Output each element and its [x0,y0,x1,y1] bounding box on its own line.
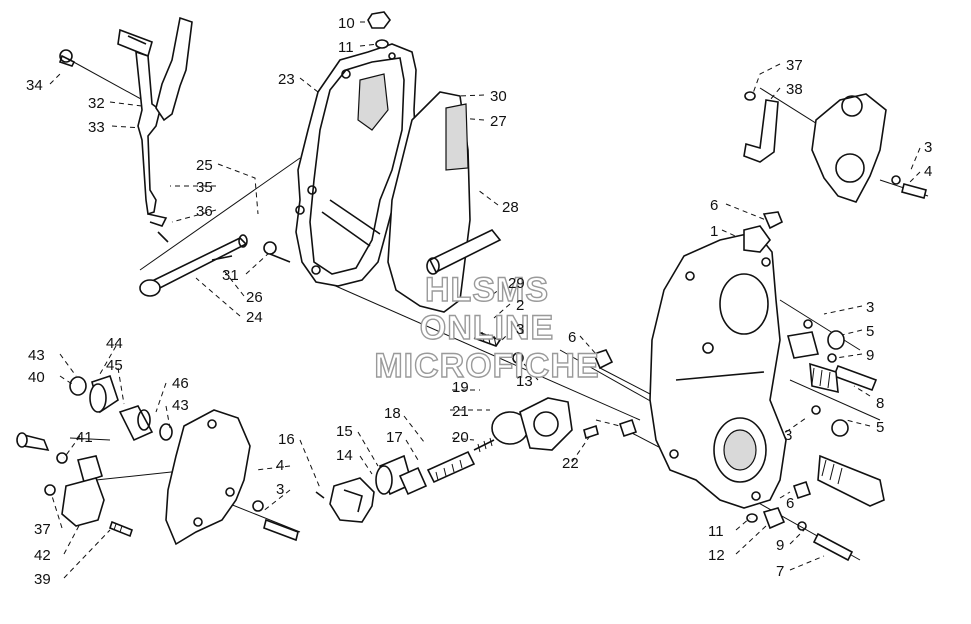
callout-label: 29 [508,275,525,292]
callout-label: 32 [88,95,105,112]
callout-label: 43 [28,347,45,364]
callout-label: 9 [776,537,784,554]
cover-plate [387,91,502,313]
chaincase-cover [295,43,417,287]
callout-label: 2 [516,297,524,314]
callout-label: 5 [866,323,874,340]
callout-label: 3 [866,299,874,316]
callout-label: 5 [876,419,884,436]
callout-label: 14 [336,447,353,464]
callout-label: 3 [516,321,524,338]
callout-label: 11 [708,523,724,540]
callout-label: 11 [338,39,354,56]
callout-label: 42 [34,547,51,564]
shaft-assembly [139,234,291,297]
callout-label: 6 [786,495,794,512]
callout-label: 26 [246,289,263,306]
callout-label: 3 [784,427,792,444]
callout-label: 9 [866,347,874,364]
callout-label: 28 [502,199,519,216]
spring-rod [473,331,524,364]
callout-label: 21 [452,403,469,420]
tensioner-parts [315,397,599,523]
callout-label: 8 [876,395,884,412]
callout-label: 30 [490,88,507,105]
callout-label: 3 [924,139,932,156]
callout-label: 34 [26,77,43,94]
callout-label: 33 [88,119,105,136]
left-lower-assembly [16,374,173,538]
upper-right-bracket [743,91,927,203]
watermark-line-3: MICROFICHE [374,347,599,385]
callout-label: 12 [708,547,725,564]
watermark-line-1: HLSMS [425,271,549,309]
callout-label: 22 [562,455,579,472]
callout-label: 31 [222,267,239,284]
callout-label: 37 [786,57,803,74]
callout-label: 43 [172,397,189,414]
watermark-line-2: ONLINE [420,309,554,347]
callout-label: 7 [776,563,784,580]
callout-label: 13 [516,373,533,390]
callout-label: 38 [786,81,803,98]
callout-label: 25 [196,157,213,174]
callout-label: 44 [106,335,123,352]
callout-label: 1 [710,223,718,240]
callout-label: 16 [278,431,295,448]
callout-label: 46 [172,375,189,392]
callout-label: 17 [386,429,403,446]
callout-label: 24 [246,309,263,326]
callout-label: 27 [490,113,507,130]
left-cover-plate [165,409,299,546]
callout-label: 36 [196,203,213,220]
callout-label: 15 [336,423,353,440]
callout-label: 6 [568,329,576,346]
callout-label: 18 [384,405,401,422]
callout-label: 39 [34,571,51,588]
callout-label: 20 [452,429,469,446]
callout-label: 35 [196,179,213,196]
callout-label: 40 [28,369,45,386]
top-fasteners [367,11,391,49]
callout-label: 4 [276,457,284,474]
callout-label: 10 [338,15,355,32]
pedal-assembly [58,16,193,243]
callout-labels: 10 11 23 30 27 28 34 32 33 25 35 36 31 2… [26,15,932,588]
watermark: HLSMS ONLINE MICROFICHE [374,270,600,385]
callout-label: 23 [278,71,295,88]
callout-label: 3 [276,481,284,498]
gear-case [649,211,787,509]
callout-label: 19 [452,379,469,396]
callout-label: 45 [106,357,123,374]
gear-case-fasteners [592,319,885,562]
leader-lines [49,21,929,579]
callout-label: 6 [710,197,718,214]
callout-label: 41 [76,429,93,446]
callout-label: 4 [924,163,932,180]
callout-label: 37 [34,521,51,538]
